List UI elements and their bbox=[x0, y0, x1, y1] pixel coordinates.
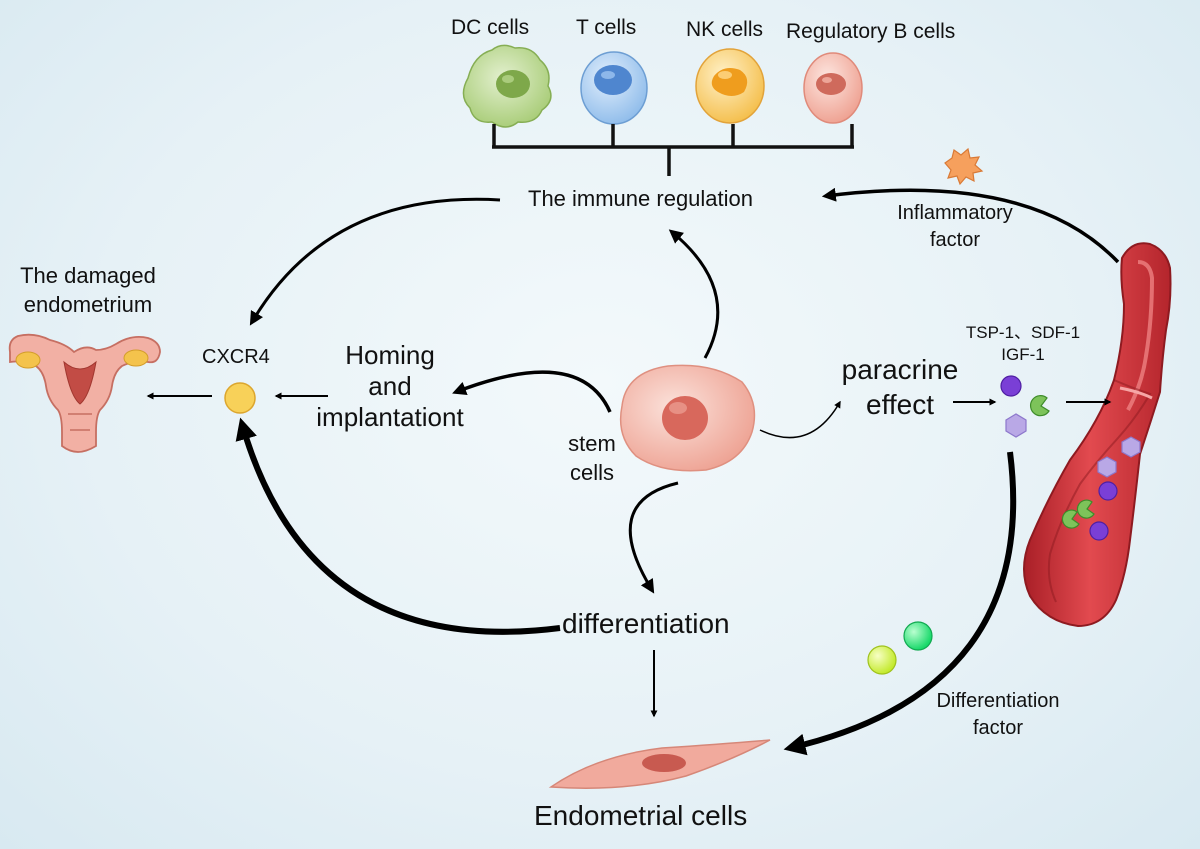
regulatory-b-cells-label: Regulatory B cells bbox=[786, 20, 956, 43]
stem-cell bbox=[619, 364, 756, 472]
vessel-particles bbox=[1061, 436, 1141, 541]
endometrial-cells-label: Endometrial cells bbox=[534, 800, 748, 831]
paracrine-effect-label: paracrine effect bbox=[841, 354, 959, 420]
dc-cells-label: DC cells bbox=[451, 16, 530, 39]
differentiation-factor-label: Differentiation factor bbox=[936, 690, 1060, 739]
inflammatory-factor-icon bbox=[944, 147, 984, 186]
inflammatory-factor-label: Inflammatory factor bbox=[897, 202, 1013, 251]
damaged-endometrium-label: The damaged endometrium bbox=[20, 263, 156, 317]
paracrine-factors bbox=[1000, 375, 1050, 438]
endometrial-cell bbox=[548, 739, 771, 789]
uterus-icon bbox=[8, 333, 161, 453]
immune-regulation-label: The immune regulation bbox=[528, 186, 754, 211]
cxcr4-label: CXCR4 bbox=[202, 346, 270, 368]
dc-cell bbox=[462, 44, 552, 128]
differentiation-label: differentiation bbox=[562, 608, 730, 639]
t-cells-label: T cells bbox=[576, 16, 637, 39]
nk-cells-label: NK cells bbox=[686, 18, 764, 41]
differentiation-factor-ball bbox=[903, 621, 933, 651]
homing-implantation-label: Homing and implantationt bbox=[316, 340, 464, 433]
arrows bbox=[146, 187, 1120, 756]
nk-cell bbox=[695, 48, 765, 124]
stem-cells-label: stem cells bbox=[568, 431, 616, 485]
cxcr4-receptor bbox=[224, 382, 256, 414]
blood-vessel bbox=[1023, 242, 1172, 628]
growth-factors-label: TSP-1、SDF-1 IGF-1 bbox=[965, 323, 1081, 365]
regulatory-b-cell bbox=[803, 52, 863, 124]
immune-cells-bracket bbox=[492, 124, 854, 176]
t-cell bbox=[580, 51, 648, 125]
differentiation-factor-ball bbox=[867, 645, 897, 675]
